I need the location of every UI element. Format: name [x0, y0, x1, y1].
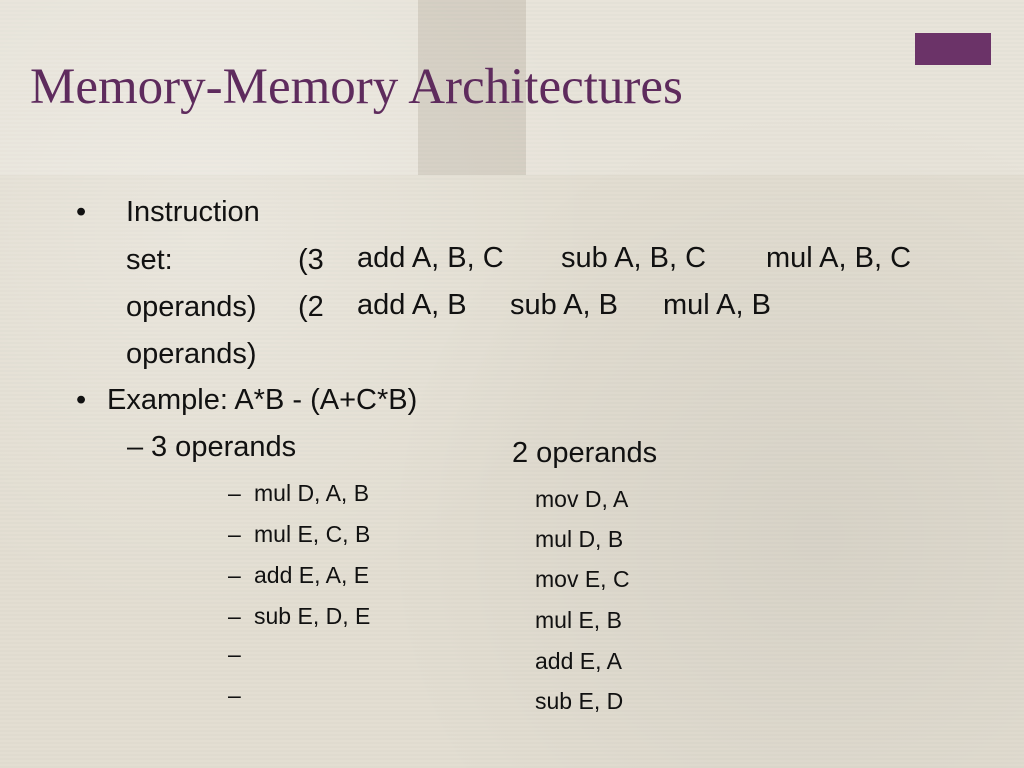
two-op-add: add A, B	[357, 289, 467, 321]
two-operands-heading: 2 operands	[512, 437, 658, 469]
code-dash: –	[228, 480, 241, 506]
two-op-mul: mul A, B	[663, 289, 771, 321]
example-text: Example: A*B - (A+C*B)	[107, 384, 418, 416]
three-operand-line: mul E, C, B	[254, 521, 371, 547]
three-operand-paren: (3	[298, 244, 324, 276]
two-operand-line: mov E, C	[535, 566, 630, 592]
code-dash: –	[228, 562, 241, 588]
three-operands-heading: 3 operands	[151, 431, 297, 463]
two-operand-line: mul D, B	[535, 526, 624, 552]
two-operand-line: mul E, B	[535, 607, 622, 633]
bullet-icon: •	[76, 196, 87, 228]
three-operand-line: sub E, D, E	[254, 603, 371, 629]
two-operand-paren: (2	[298, 291, 324, 323]
three-operand-line: add E, A, E	[254, 562, 370, 588]
accent-bar	[915, 33, 991, 65]
sub-bullet-dash: –	[127, 431, 144, 463]
three-op-add: add A, B, C	[357, 242, 504, 274]
instruction-line-4: operands)	[126, 338, 257, 370]
slide-title: Memory-Memory Architectures	[30, 59, 683, 115]
background-panel-middle	[418, 0, 526, 175]
three-op-sub: sub A, B, C	[561, 242, 707, 274]
background-panel-right	[526, 0, 1024, 175]
instruction-line-3: operands)	[126, 291, 257, 323]
code-dash: –	[228, 682, 241, 708]
code-dash: –	[228, 641, 241, 667]
bullet-icon: •	[76, 384, 87, 416]
two-operand-line: mov D, A	[535, 486, 629, 512]
two-operand-line: add E, A	[535, 648, 622, 674]
two-operand-line: sub E, D	[535, 688, 624, 714]
two-op-sub: sub A, B	[510, 289, 619, 321]
code-dash: –	[228, 603, 241, 629]
instruction-line-1: Instruction	[126, 196, 260, 228]
three-operand-line: mul D, A, B	[254, 480, 370, 506]
instruction-line-2: set:	[126, 244, 173, 276]
three-op-mul: mul A, B, C	[766, 242, 912, 274]
code-dash: –	[228, 521, 241, 547]
background-panel-left	[0, 0, 418, 175]
